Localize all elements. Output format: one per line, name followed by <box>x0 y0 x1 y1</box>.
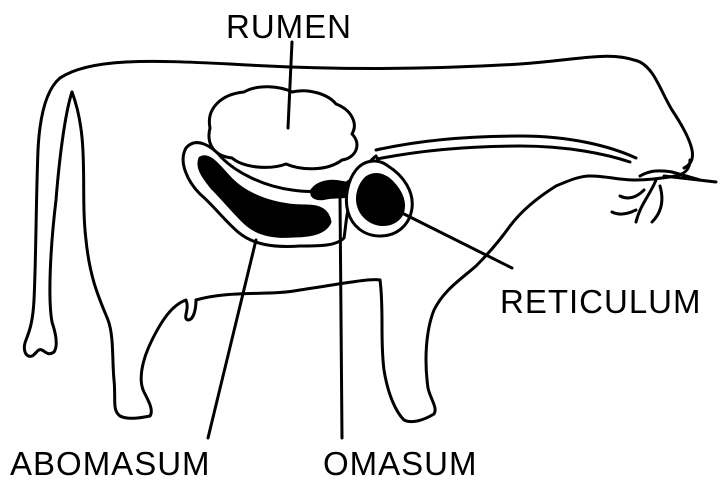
cow-hind-leg <box>72 92 196 418</box>
cow-belly <box>196 280 380 300</box>
reticulum-pointer <box>400 212 512 268</box>
abomasum-pointer <box>208 240 256 438</box>
abomasum-label: ABOMASUM <box>10 447 211 480</box>
cow-tail <box>24 78 72 356</box>
cow-outline <box>24 56 716 421</box>
omasum-pointer <box>340 196 342 438</box>
cow-esophagus-line <box>372 146 630 162</box>
omasum-label: OMASUM <box>323 447 478 480</box>
stomach-compartments <box>183 87 412 247</box>
reticulum-label: RETICULUM <box>500 285 702 318</box>
rumen-label: RUMEN <box>226 10 352 43</box>
rumen-shape <box>209 87 357 169</box>
